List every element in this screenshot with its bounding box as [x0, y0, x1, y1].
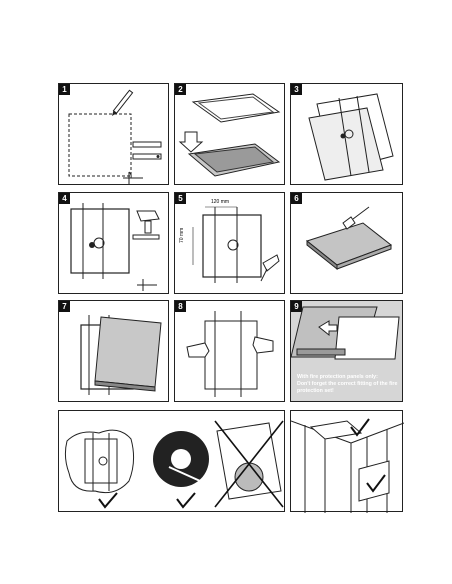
screwing-frame-illustration [70, 203, 160, 291]
step-number: 9 [291, 301, 302, 312]
set-square-icon [137, 279, 157, 291]
step-1-panel: 1 [58, 83, 169, 185]
step-number: 2 [175, 84, 186, 95]
installed-panel-illustration [291, 418, 404, 513]
cross-out-icon [214, 420, 284, 508]
arrow-left-icon [318, 320, 338, 337]
step-8-panel: 8 [174, 300, 285, 402]
hand-left-icon [186, 342, 210, 358]
pencil-icon [111, 89, 134, 116]
fire-protection-note: With fire protection panels only: Don't … [297, 374, 398, 394]
frame-insertion-illustration [178, 93, 281, 177]
step-2-panel: 2 [174, 83, 285, 185]
checkmark-icon [98, 492, 118, 509]
fire-protection-set-illustration [291, 306, 400, 360]
checkmark-icon [350, 418, 370, 437]
step-number: 1 [59, 84, 70, 95]
step-9-panel: 9 With fire protection panels only: Don'… [290, 300, 403, 402]
spirit-level-icon [132, 234, 160, 240]
step-number: 8 [175, 301, 186, 312]
drill-icon [136, 210, 160, 234]
inserting-panel-illustration [80, 315, 162, 395]
step-3-panel: 3 [290, 83, 403, 185]
step-number: 7 [59, 301, 70, 312]
step-5-panel: 5 120 mm 70 mm [174, 192, 285, 294]
set-square-icon [123, 172, 143, 184]
arrow-down-icon [178, 131, 204, 153]
step-number: 3 [291, 84, 302, 95]
step-number: 4 [59, 193, 70, 204]
marking-cutout-illustration [68, 89, 162, 184]
fitting-into-opening-illustration [308, 93, 394, 181]
spatula-icon [260, 254, 280, 282]
spirit-level-icon [132, 141, 162, 160]
height-dimension: 70 mm [179, 227, 185, 243]
checkmark-icon [366, 474, 386, 493]
final-result-panel [290, 410, 404, 513]
step-6-panel: 6 [290, 192, 403, 294]
step-4-panel: 4 [58, 192, 169, 294]
correct-incorrect-panel [58, 410, 285, 512]
spatula-icon [342, 206, 370, 230]
hand-right-icon [252, 336, 274, 354]
step-7-panel: 7 [58, 300, 169, 402]
measuring-frame-illustration [192, 206, 280, 283]
applying-filler-illustration [305, 206, 393, 271]
checkmark-icon [176, 492, 196, 509]
step-number: 5 [175, 193, 186, 204]
pressing-panel-illustration [186, 311, 274, 397]
sealing-illustration [64, 420, 284, 509]
step-number: 6 [291, 193, 302, 204]
width-dimension: 120 mm [211, 199, 230, 205]
